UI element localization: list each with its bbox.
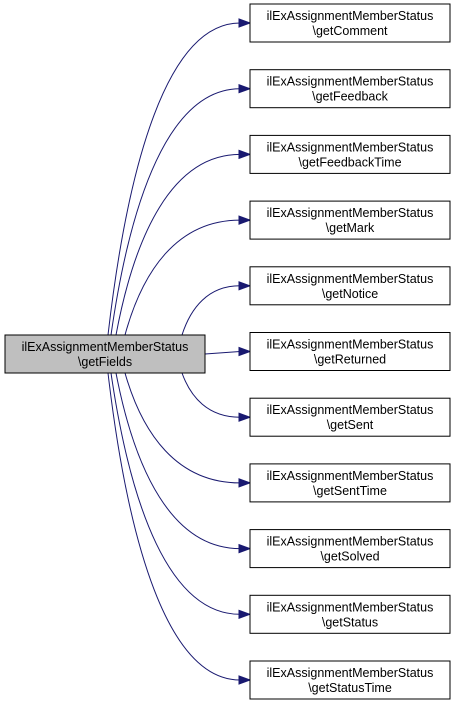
target-node-box: [249, 463, 451, 503]
target-node-class-label: ilExAssignmentMemberStatus: [267, 140, 434, 154]
arrowhead-icon: [238, 18, 252, 28]
source-node-class-label: ilExAssignmentMemberStatus: [22, 340, 189, 354]
call-edge: [110, 372, 241, 615]
target-node-box: [249, 594, 451, 634]
target-node-get-feedbacktime[interactable]: ilExAssignmentMemberStatus\getFeedbackTi…: [249, 134, 451, 174]
target-node-method-label: \getSolved: [320, 550, 379, 564]
target-node-class-label: ilExAssignmentMemberStatus: [267, 75, 434, 89]
target-node-class-label: ilExAssignmentMemberStatus: [267, 338, 434, 352]
target-node-box: [249, 3, 451, 43]
call-edge: [110, 88, 241, 336]
target-node-method-label: \getStatus: [322, 615, 378, 629]
target-node-box: [249, 529, 451, 569]
target-node-box: [249, 69, 451, 109]
target-node-class-label: ilExAssignmentMemberStatus: [267, 403, 434, 417]
target-node-class-label: ilExAssignmentMemberStatus: [267, 9, 434, 23]
source-node-method-label: \getFields: [78, 355, 132, 369]
target-node-box: [249, 200, 451, 240]
target-node-method-label: \getNotice: [322, 287, 378, 301]
target-node-get-statustime[interactable]: ilExAssignmentMemberStatus\getStatusTime: [249, 660, 451, 700]
call-edges: [107, 18, 252, 685]
target-node-class-label: ilExAssignmentMemberStatus: [267, 469, 434, 483]
arrowhead-icon: [238, 543, 252, 554]
arrowhead-icon: [238, 281, 252, 291]
target-node-box: [249, 266, 451, 306]
target-node-method-label: \getStatusTime: [308, 681, 392, 695]
call-edge: [115, 372, 241, 550]
call-edge: [181, 372, 241, 418]
arrowhead-icon: [238, 83, 252, 94]
arrowhead-icon: [238, 675, 252, 685]
call-edge: [107, 372, 241, 681]
source-node-box: [4, 334, 206, 374]
target-node-get-senttime[interactable]: ilExAssignmentMemberStatus\getSentTime: [249, 463, 451, 503]
target-node-box: [249, 134, 451, 174]
call-edge: [204, 351, 241, 355]
target-node-class-label: ilExAssignmentMemberStatus: [267, 535, 434, 549]
target-node-get-feedback[interactable]: ilExAssignmentMemberStatus\getFeedback: [249, 69, 451, 109]
arrowhead-icon: [238, 346, 252, 357]
arrowhead-icon: [238, 215, 252, 225]
target-node-method-label: \getReturned: [314, 353, 386, 367]
target-node-get-solved[interactable]: ilExAssignmentMemberStatus\getSolved: [249, 529, 451, 569]
call-edge: [124, 219, 241, 336]
target-node-get-notice[interactable]: ilExAssignmentMemberStatus\getNotice: [249, 266, 451, 306]
target-node-method-label: \getMark: [326, 221, 375, 235]
target-node-method-label: \getComment: [312, 24, 388, 38]
arrowhead-icon: [238, 149, 252, 160]
target-nodes: ilExAssignmentMemberStatus\getCommentilE…: [249, 3, 451, 700]
target-node-class-label: ilExAssignmentMemberStatus: [267, 272, 434, 286]
target-node-class-label: ilExAssignmentMemberStatus: [267, 600, 434, 614]
target-node-get-sent[interactable]: ilExAssignmentMemberStatus\getSent: [249, 397, 451, 437]
target-node-box: [249, 332, 451, 371]
target-node-method-label: \getFeedbackTime: [298, 155, 401, 169]
target-node-method-label: \getSent: [327, 418, 374, 432]
arrowhead-icon: [238, 412, 252, 422]
target-node-box: [249, 660, 451, 700]
call-edge: [181, 285, 241, 336]
target-node-method-label: \getFeedback: [312, 90, 388, 104]
arrowhead-icon: [238, 609, 252, 620]
source-node-getFields[interactable]: ilExAssignmentMemberStatus \getFields: [4, 334, 206, 374]
arrowhead-icon: [238, 478, 252, 488]
target-node-get-comment[interactable]: ilExAssignmentMemberStatus\getComment: [249, 3, 451, 43]
target-node-method-label: \getSentTime: [313, 484, 387, 498]
target-node-class-label: ilExAssignmentMemberStatus: [267, 206, 434, 220]
call-edge: [115, 153, 241, 336]
target-node-get-status[interactable]: ilExAssignmentMemberStatus\getStatus: [249, 594, 451, 634]
target-node-get-returned[interactable]: ilExAssignmentMemberStatus\getReturned: [249, 332, 451, 371]
target-node-get-mark[interactable]: ilExAssignmentMemberStatus\getMark: [249, 200, 451, 240]
call-edge: [124, 372, 241, 484]
target-node-class-label: ilExAssignmentMemberStatus: [267, 666, 434, 680]
call-edge: [107, 22, 241, 336]
target-node-box: [249, 397, 451, 437]
